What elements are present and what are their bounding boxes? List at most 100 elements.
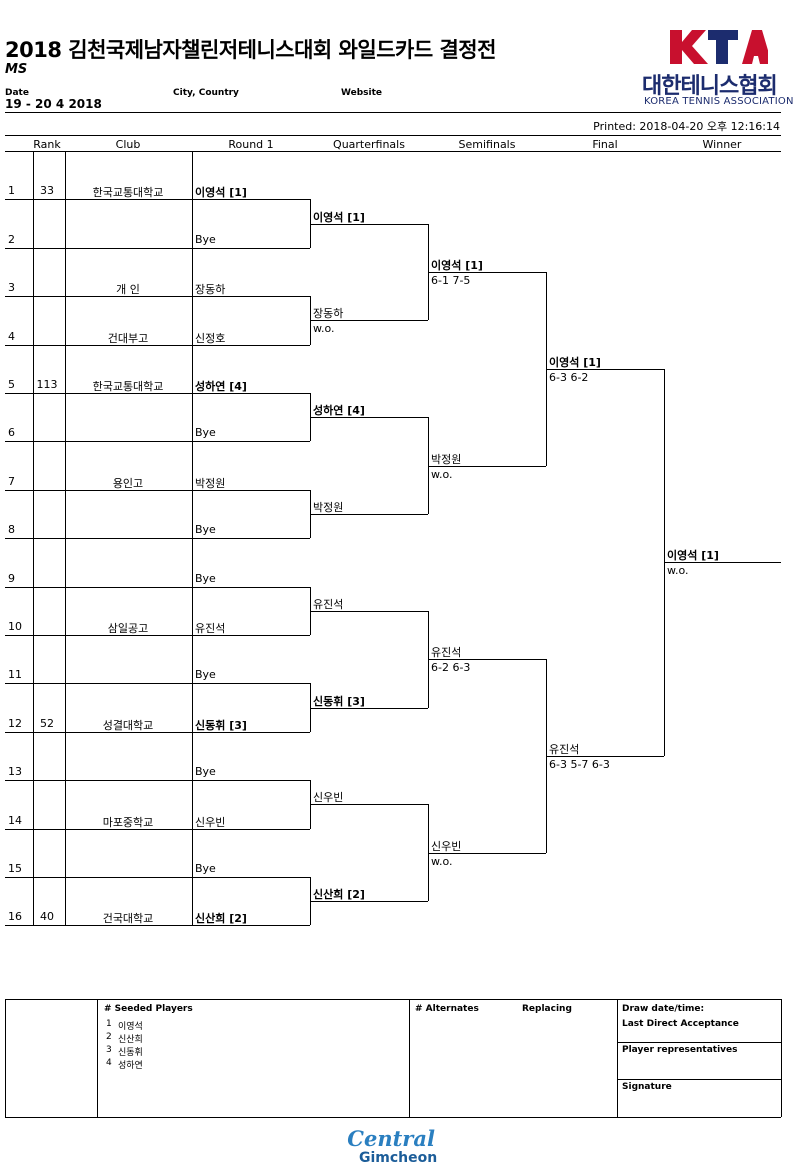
table-row-line	[5, 393, 310, 394]
sf-score: w.o.	[431, 467, 453, 481]
col-rank: Rank	[33, 138, 61, 151]
draw-number: 6	[8, 426, 15, 440]
qf-connector	[310, 683, 311, 732]
table-row-line	[5, 296, 310, 298]
city-label: City, Country	[173, 88, 239, 98]
draw-number: 8	[8, 523, 15, 537]
qf-line	[310, 707, 428, 709]
table-row-line	[5, 925, 310, 927]
qf-player: 유진석	[313, 597, 344, 611]
player-club: 건국대학교	[102, 912, 154, 926]
player-club: 한국교통대학교	[92, 186, 164, 200]
signature-label: Signature	[622, 1082, 672, 1092]
qf-line	[310, 417, 428, 419]
column-header-divider	[5, 151, 781, 152]
footer-sep3	[617, 999, 618, 1117]
table-row-line	[5, 683, 310, 685]
round1-player: 이영석 [1]	[195, 186, 247, 200]
table-row-line	[5, 247, 310, 249]
seed-name: 신산희	[118, 1035, 143, 1045]
sf-connector	[428, 417, 429, 514]
player-club: 성결대학교	[102, 718, 154, 732]
kta-english-name: KOREA TENNIS ASSOCIATION	[644, 96, 794, 107]
qf-line	[310, 514, 428, 515]
table-row-line	[5, 635, 310, 636]
final-connector	[546, 659, 547, 853]
sf-line	[428, 272, 546, 273]
seed-rank: 40	[40, 910, 54, 924]
round1-player: Bye	[195, 426, 216, 440]
qf-line	[310, 804, 428, 806]
alternates-header: # Alternates	[415, 1004, 479, 1014]
draw-number: 16	[8, 910, 22, 924]
table-row-line	[5, 538, 310, 540]
table-row-line	[5, 489, 310, 491]
winner-line	[664, 562, 781, 564]
website-label: Website	[341, 88, 383, 98]
final-player: 유진석	[549, 743, 580, 756]
qf-player: 이영석 [1]	[313, 210, 365, 224]
round1-player: 신산희 [2]	[195, 912, 247, 926]
qf-connector	[310, 780, 311, 829]
player-club: 삼일공고	[107, 622, 149, 635]
draw-number: 13	[8, 765, 22, 779]
footer-bottom	[5, 1117, 781, 1118]
qf-line	[310, 901, 428, 903]
sf-connector	[428, 804, 429, 902]
qf-connector	[310, 199, 311, 248]
col-quarterfinals: Quarterfinals	[333, 138, 405, 151]
replacing-header: Replacing	[522, 1004, 572, 1014]
col-semifinals: Semifinals	[458, 138, 516, 151]
table-row-line	[5, 199, 310, 201]
printed-divider	[5, 135, 781, 136]
draw-number: 5	[8, 378, 15, 391]
seeded-header: # Seeded Players	[104, 1004, 193, 1014]
draw-number: 9	[8, 571, 15, 585]
qf-score: w.o.	[313, 322, 335, 336]
player-club: 개 인	[116, 283, 140, 297]
round1-player: 신동휘 [3]	[195, 718, 247, 732]
table-row-line	[5, 344, 310, 346]
qf-player: 신산희 [2]	[313, 888, 365, 902]
round1-player: Bye	[195, 571, 216, 585]
draw-number: 14	[8, 813, 22, 827]
qf-line	[310, 610, 428, 612]
draw-datetime-label: Draw date/time:	[622, 1004, 705, 1014]
col-round1: Round 1	[228, 138, 274, 151]
qf-line	[310, 320, 428, 322]
player-reps-label: Player representatives	[622, 1045, 738, 1055]
date-label: Date	[5, 88, 29, 98]
footer-left	[5, 999, 6, 1117]
table-row-line	[5, 586, 310, 588]
sf-line	[428, 465, 546, 467]
sf-player: 신우빈	[431, 839, 462, 853]
draw-number: 1	[8, 184, 15, 198]
kta-logo	[670, 30, 768, 64]
winner-player: 이영석 [1]	[667, 549, 719, 563]
footer-top	[5, 999, 781, 1000]
draw-number: 3	[8, 281, 15, 295]
sponsor-logo: Central Gimcheon	[345, 1128, 437, 1167]
qf-player: 신우빈	[313, 791, 344, 805]
round1-player: 유진석	[195, 622, 226, 635]
sf-player: 박정원	[431, 452, 462, 466]
table-row-line	[5, 828, 310, 830]
draw-number: 7	[8, 474, 15, 488]
final-score: 6-3 5-7 6-3	[549, 758, 610, 771]
winner-score: w.o.	[667, 564, 689, 578]
draw-number: 2	[8, 232, 15, 246]
seed-name: 신동휘	[118, 1048, 143, 1058]
qf-connector	[310, 489, 311, 539]
footer-sep1	[97, 999, 98, 1117]
seed-number: 3	[106, 1045, 112, 1055]
seed-number: 1	[106, 1019, 112, 1029]
col-club: Club	[115, 138, 141, 151]
footer-row-line2	[617, 1079, 781, 1080]
round1-player: 성하연 [4]	[195, 380, 247, 393]
qf-player: 신동휘 [3]	[313, 694, 365, 708]
draw-number: 4	[8, 329, 15, 343]
table-row-line	[5, 877, 310, 878]
sf-score: 6-2 6-3	[431, 661, 471, 675]
draw-number: 15	[8, 862, 22, 875]
sf-connector	[428, 223, 429, 321]
